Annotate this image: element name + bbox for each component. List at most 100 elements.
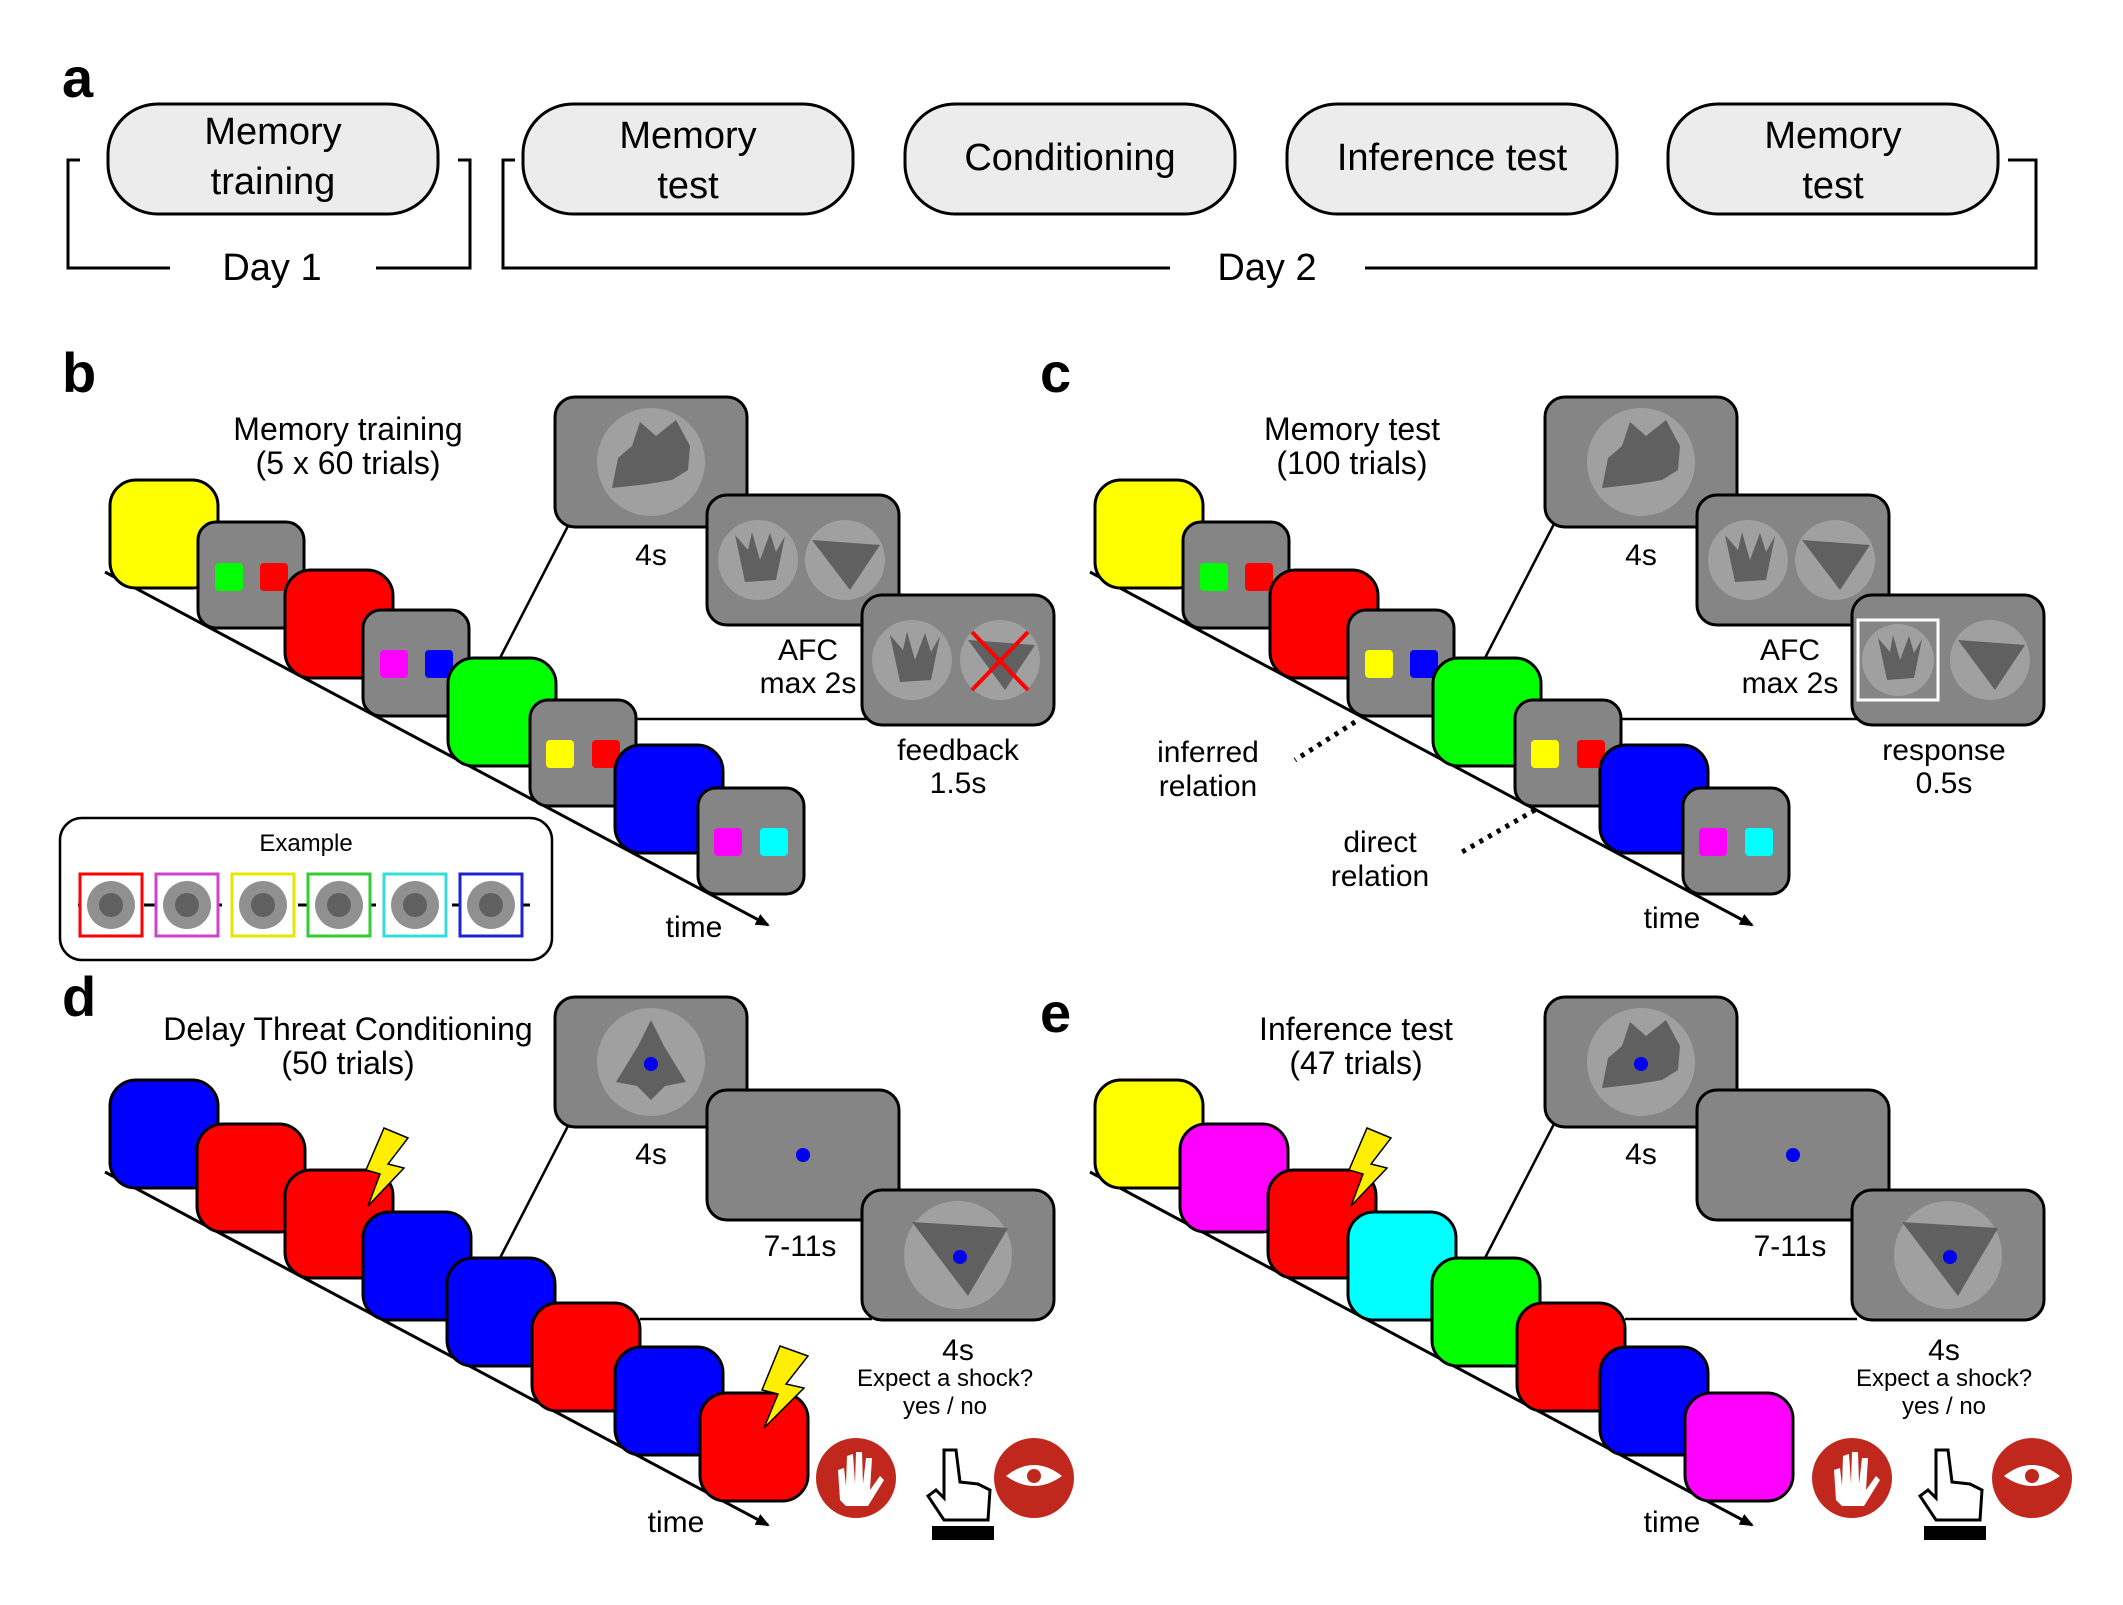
panel-c-title-line1: Memory test	[1264, 411, 1440, 447]
day2-bracket	[501, 158, 2038, 270]
phase-inference-test: Inference test	[1285, 102, 1619, 216]
example-stimulus-chain	[78, 872, 524, 938]
panel-e-title-line2: (47 trials)	[1289, 1045, 1422, 1081]
feedback-label-line1: feedback	[897, 734, 1020, 767]
timeline-arrow	[1089, 570, 1754, 927]
afc-screen	[705, 493, 901, 627]
phase-memory-test-1: Memory test	[521, 102, 855, 216]
panel-letter-b: b	[62, 341, 96, 404]
example-stimulus-shape	[251, 893, 275, 917]
phase-label-line2: test	[657, 165, 719, 207]
example-box: Example	[58, 816, 554, 962]
panel-b: b Memory training (5 x 60 trials) time	[58, 341, 1056, 962]
response-label-line1: response	[1882, 734, 2005, 767]
panel-e-title-line1: Inference test	[1259, 1011, 1453, 1047]
afc-label-line1: AFC	[778, 634, 838, 667]
expansion-line-top	[1483, 1121, 1557, 1259]
cue-magenta	[1683, 1391, 1795, 1503]
inferred-label-line1: inferred	[1157, 736, 1259, 769]
pair-screen-yellow-red	[528, 698, 638, 808]
panel-letter-e: e	[1040, 981, 1071, 1044]
cs-stimulus-screen	[1543, 995, 1739, 1129]
panel-d-title-line2: (50 trials)	[281, 1045, 414, 1081]
hand-scr-icon	[816, 1438, 896, 1518]
hand-scr-icon	[1812, 1438, 1892, 1518]
phase-label-line1: Memory	[1764, 115, 1901, 157]
lightning-bolt-icon	[364, 1127, 410, 1207]
inferred-label-line2: relation	[1159, 770, 1257, 803]
day2-label: Day 2	[1217, 247, 1316, 289]
lightning-bolt-icon	[760, 1345, 810, 1429]
pair-screen-green-red	[1181, 520, 1291, 630]
lightning-bolt-icon	[1347, 1127, 1393, 1207]
direct-pointer	[1460, 807, 1537, 855]
time-label: time	[1644, 902, 1701, 935]
example-stimulus-shape	[403, 893, 427, 917]
response-label-line2: 0.5s	[1916, 767, 1973, 800]
expansion-line-top	[498, 1121, 572, 1259]
delay-duration: 7-11s	[1754, 1230, 1827, 1263]
response-screen	[1850, 593, 2046, 727]
rating-duration: 4s	[942, 1334, 974, 1367]
phase-label-line2: training	[211, 161, 336, 203]
direct-label-line2: relation	[1331, 860, 1429, 893]
phase-label-line1: Conditioning	[964, 137, 1175, 179]
stim-duration: 4s	[635, 539, 667, 572]
time-label: time	[1644, 1506, 1701, 1539]
expansion-line-top	[1483, 521, 1557, 659]
cue-red	[698, 1391, 810, 1503]
afc-screen	[1695, 493, 1891, 627]
expansion-line-top	[498, 521, 572, 659]
rating-screen	[1850, 1188, 2046, 1322]
pair-screen-yellow-blue	[1346, 608, 1456, 718]
stim-duration: 4s	[1625, 539, 1657, 572]
delay-screen	[1695, 1088, 1891, 1222]
panel-d-title-line1: Delay Threat Conditioning	[163, 1011, 532, 1047]
panel-a: a Memory training Memory test Conditioni…	[62, 46, 2038, 289]
shock-answers: yes / no	[1902, 1393, 1986, 1420]
shock-question: Expect a shock?	[1856, 1365, 2032, 1392]
shock-question: Expect a shock?	[857, 1365, 1033, 1392]
phase-memory-test-2: Memory test	[1666, 102, 2000, 216]
selection-frame	[1856, 618, 1940, 702]
timeline-arrow	[104, 570, 770, 927]
feedback-label-line2: 1.5s	[930, 767, 987, 800]
phase-memory-training: Memory training	[106, 102, 440, 216]
example-stimulus-shape	[175, 893, 199, 917]
rating-screen	[860, 1188, 1056, 1322]
stimulus-screen	[553, 395, 749, 529]
eye-pupil-icon	[1992, 1438, 2072, 1518]
delay-duration: 7-11s	[764, 1230, 837, 1263]
example-stimulus-shape	[99, 893, 123, 917]
pair-screen-magenta-cyan	[1681, 786, 1791, 896]
panel-letter-a: a	[62, 46, 94, 109]
finger-press-icon	[925, 1448, 994, 1540]
panel-b-title-line2: (5 x 60 trials)	[256, 445, 441, 481]
panel-letter-c: c	[1040, 341, 1071, 404]
phase-conditioning: Conditioning	[903, 102, 1237, 216]
pair-screen-magenta-cyan	[696, 786, 806, 896]
delay-screen	[705, 1088, 901, 1222]
panel-e: e Inference test (47 trials) time 4s 7-1…	[1040, 981, 2072, 1540]
afc-label-line2: max 2s	[1742, 667, 1839, 700]
phase-label-line2: test	[1802, 165, 1864, 207]
afc-label-line2: max 2s	[760, 667, 857, 700]
inferred-pointer	[1293, 719, 1357, 763]
phase-label-line1: Inference test	[1337, 137, 1568, 179]
afc-label-line1: AFC	[1760, 634, 1820, 667]
phase-label-line1: Memory	[619, 115, 756, 157]
day1-bracket	[66, 158, 472, 270]
panel-letter-d: d	[62, 965, 96, 1028]
stimulus-screen	[1543, 395, 1739, 529]
rating-duration: 4s	[1928, 1334, 1960, 1367]
panel-c: c Memory test (100 trials) time	[1040, 341, 2046, 935]
pair-screen-magenta-blue	[361, 608, 471, 718]
shock-answers: yes / no	[903, 1393, 987, 1420]
panel-b-title-line1: Memory training	[233, 411, 462, 447]
stim-duration: 4s	[1625, 1138, 1657, 1171]
panel-c-title-line2: (100 trials)	[1276, 445, 1427, 481]
cs-stimulus-screen	[553, 995, 749, 1129]
day1-label: Day 1	[222, 247, 321, 289]
red-cross-icon	[970, 630, 1030, 692]
